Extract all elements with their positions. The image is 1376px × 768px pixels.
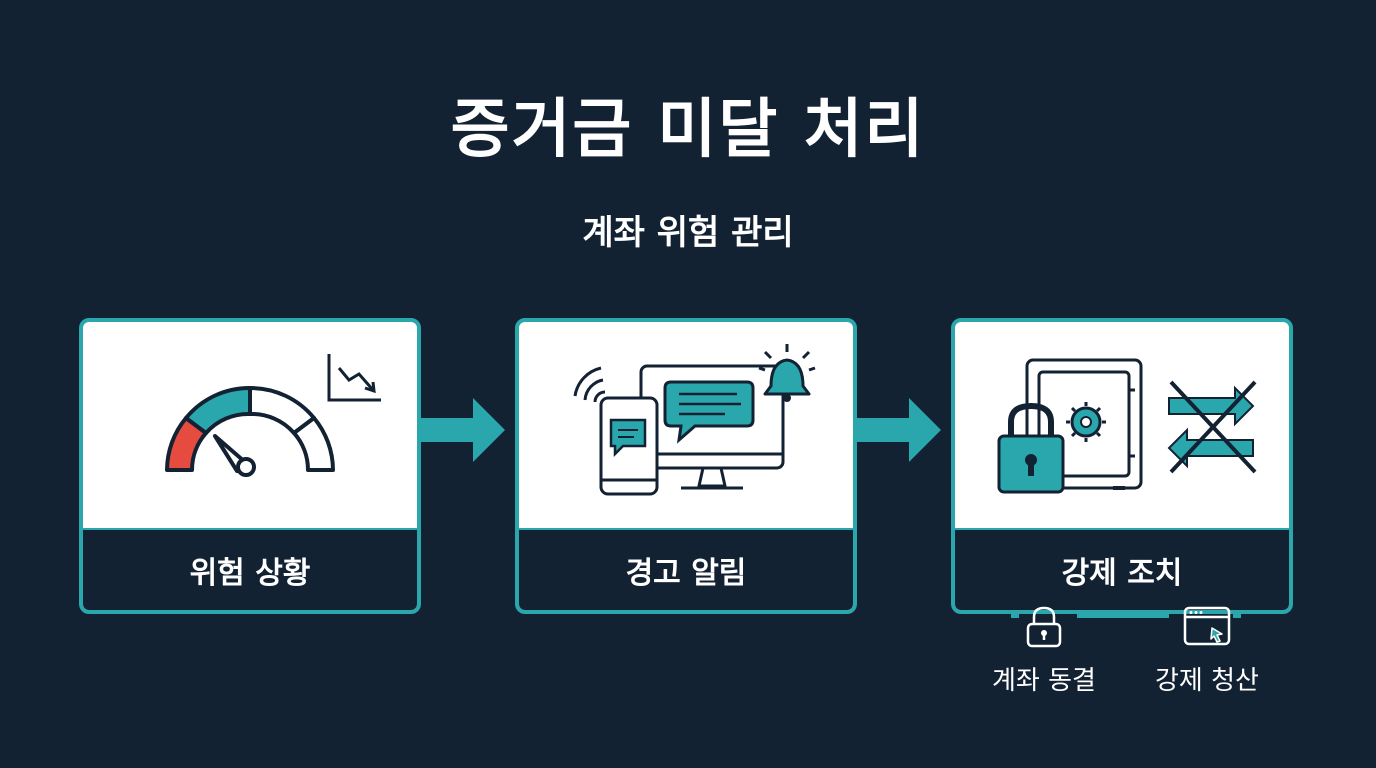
step-label-alert: 경고 알림: [519, 528, 853, 610]
gauge-icon: [83, 322, 417, 528]
step-label-risk: 위험 상황: [83, 528, 417, 610]
sub-action-label-liquidation: 강제 청산: [1155, 666, 1259, 696]
flow-arrow-icon: [857, 398, 941, 462]
devices-alert-icon: [519, 322, 853, 528]
browser-cursor-icon: [1183, 606, 1231, 646]
sub-action-freeze: 계좌 동결: [964, 604, 1124, 697]
sub-action-liquidation: 강제 청산: [1127, 604, 1287, 697]
step-label-force: 강제 조치: [955, 528, 1289, 610]
step-card-force: 강제 조치: [951, 318, 1293, 614]
step-card-alert: 경고 알림: [515, 318, 857, 614]
padlock-icon: [1026, 606, 1062, 648]
page-subtitle: 계좌 위험 관리: [582, 213, 794, 253]
flow-arrow-icon: [421, 398, 505, 462]
step-card-risk: 위험 상황: [79, 318, 421, 614]
sub-action-label-freeze: 계좌 동결: [992, 666, 1096, 696]
lock-safe-icon: [955, 322, 1289, 528]
page-title: 증거금 미달 처리: [450, 93, 926, 167]
sub-action-connector: [1011, 614, 1241, 618]
